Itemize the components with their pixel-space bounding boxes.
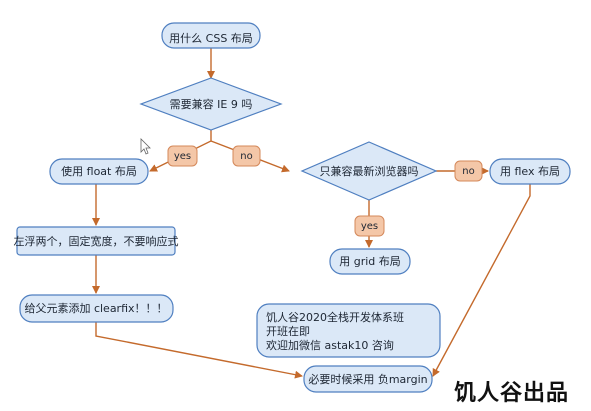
node-use-grid: 用 grid 布局	[329, 248, 411, 275]
node-use-flex-shape	[489, 158, 571, 185]
info-box: 饥人谷2020全栈开发体系班 开班在即 欢迎加微信 astak10 咨询	[256, 303, 441, 358]
node-fixed-width-text: 左浮两个，固定宽度，不要响应式	[14, 234, 179, 248]
label-ie9-yes-text: yes	[174, 151, 191, 162]
node-negative-margin-shape	[303, 365, 433, 393]
label-modern-no-text: no	[462, 166, 474, 177]
info-box-line1: 饥人谷2020全栈开发体系班	[266, 310, 404, 324]
label-modern-yes: yes	[354, 215, 385, 237]
node-modern-question-text: 只兼容最新浏览器吗	[320, 164, 419, 178]
node-use-flex-text: 用 flex 布局	[500, 165, 560, 178]
node-use-grid-text: 用 grid 布局	[339, 255, 401, 268]
node-use-float-text: 使用 float 布局	[61, 165, 137, 178]
edge-clearfix-to-margin	[95, 322, 303, 379]
node-ie9-question: 需要兼容 IE 9 吗	[139, 77, 283, 131]
node-start-text: 用什么 CSS 布局	[169, 32, 253, 45]
node-use-float: 使用 float 布局	[49, 158, 149, 185]
label-ie9-yes-shape	[167, 145, 198, 167]
info-box-line3: 欢迎加微信 astak10 咨询	[266, 338, 394, 352]
mouse-cursor-icon	[140, 138, 151, 155]
watermark-text: 饥人谷出品	[454, 380, 569, 406]
node-fixed-width-shape	[16, 226, 176, 256]
node-use-float-shape	[49, 158, 149, 185]
label-modern-no-shape	[454, 160, 483, 182]
label-modern-yes-shape	[354, 215, 385, 237]
node-clearfix-text: 给父元素添加 clearfix！！！	[24, 301, 167, 315]
node-modern-question-shape	[300, 141, 438, 201]
node-fixed-width: 左浮两个，固定宽度，不要响应式	[14, 226, 179, 256]
node-negative-margin: 必要时候采用 负margin	[303, 365, 433, 393]
label-ie9-yes: yes	[167, 145, 198, 167]
info-box-line2: 开班在即	[266, 325, 310, 338]
node-negative-margin-text: 必要时候采用 负margin	[308, 372, 427, 386]
node-use-flex: 用 flex 布局	[489, 158, 571, 185]
edge-flex-to-margin	[432, 184, 531, 377]
label-modern-no: no	[454, 160, 483, 182]
label-ie9-no-shape	[232, 145, 261, 167]
node-clearfix: 给父元素添加 clearfix！！！	[19, 294, 174, 323]
node-use-grid-shape	[329, 248, 411, 275]
label-ie9-no-text: no	[240, 151, 252, 162]
node-ie9-question-text: 需要兼容 IE 9 吗	[170, 97, 253, 111]
node-modern-question: 只兼容最新浏览器吗	[300, 141, 438, 201]
node-ie9-question-shape	[139, 77, 283, 131]
node-start-shape	[161, 22, 261, 49]
node-clearfix-shape	[19, 294, 174, 323]
info-box-shape	[256, 303, 441, 358]
node-start: 用什么 CSS 布局	[161, 22, 261, 49]
label-ie9-no: no	[232, 145, 261, 167]
label-modern-yes-text: yes	[361, 221, 378, 232]
